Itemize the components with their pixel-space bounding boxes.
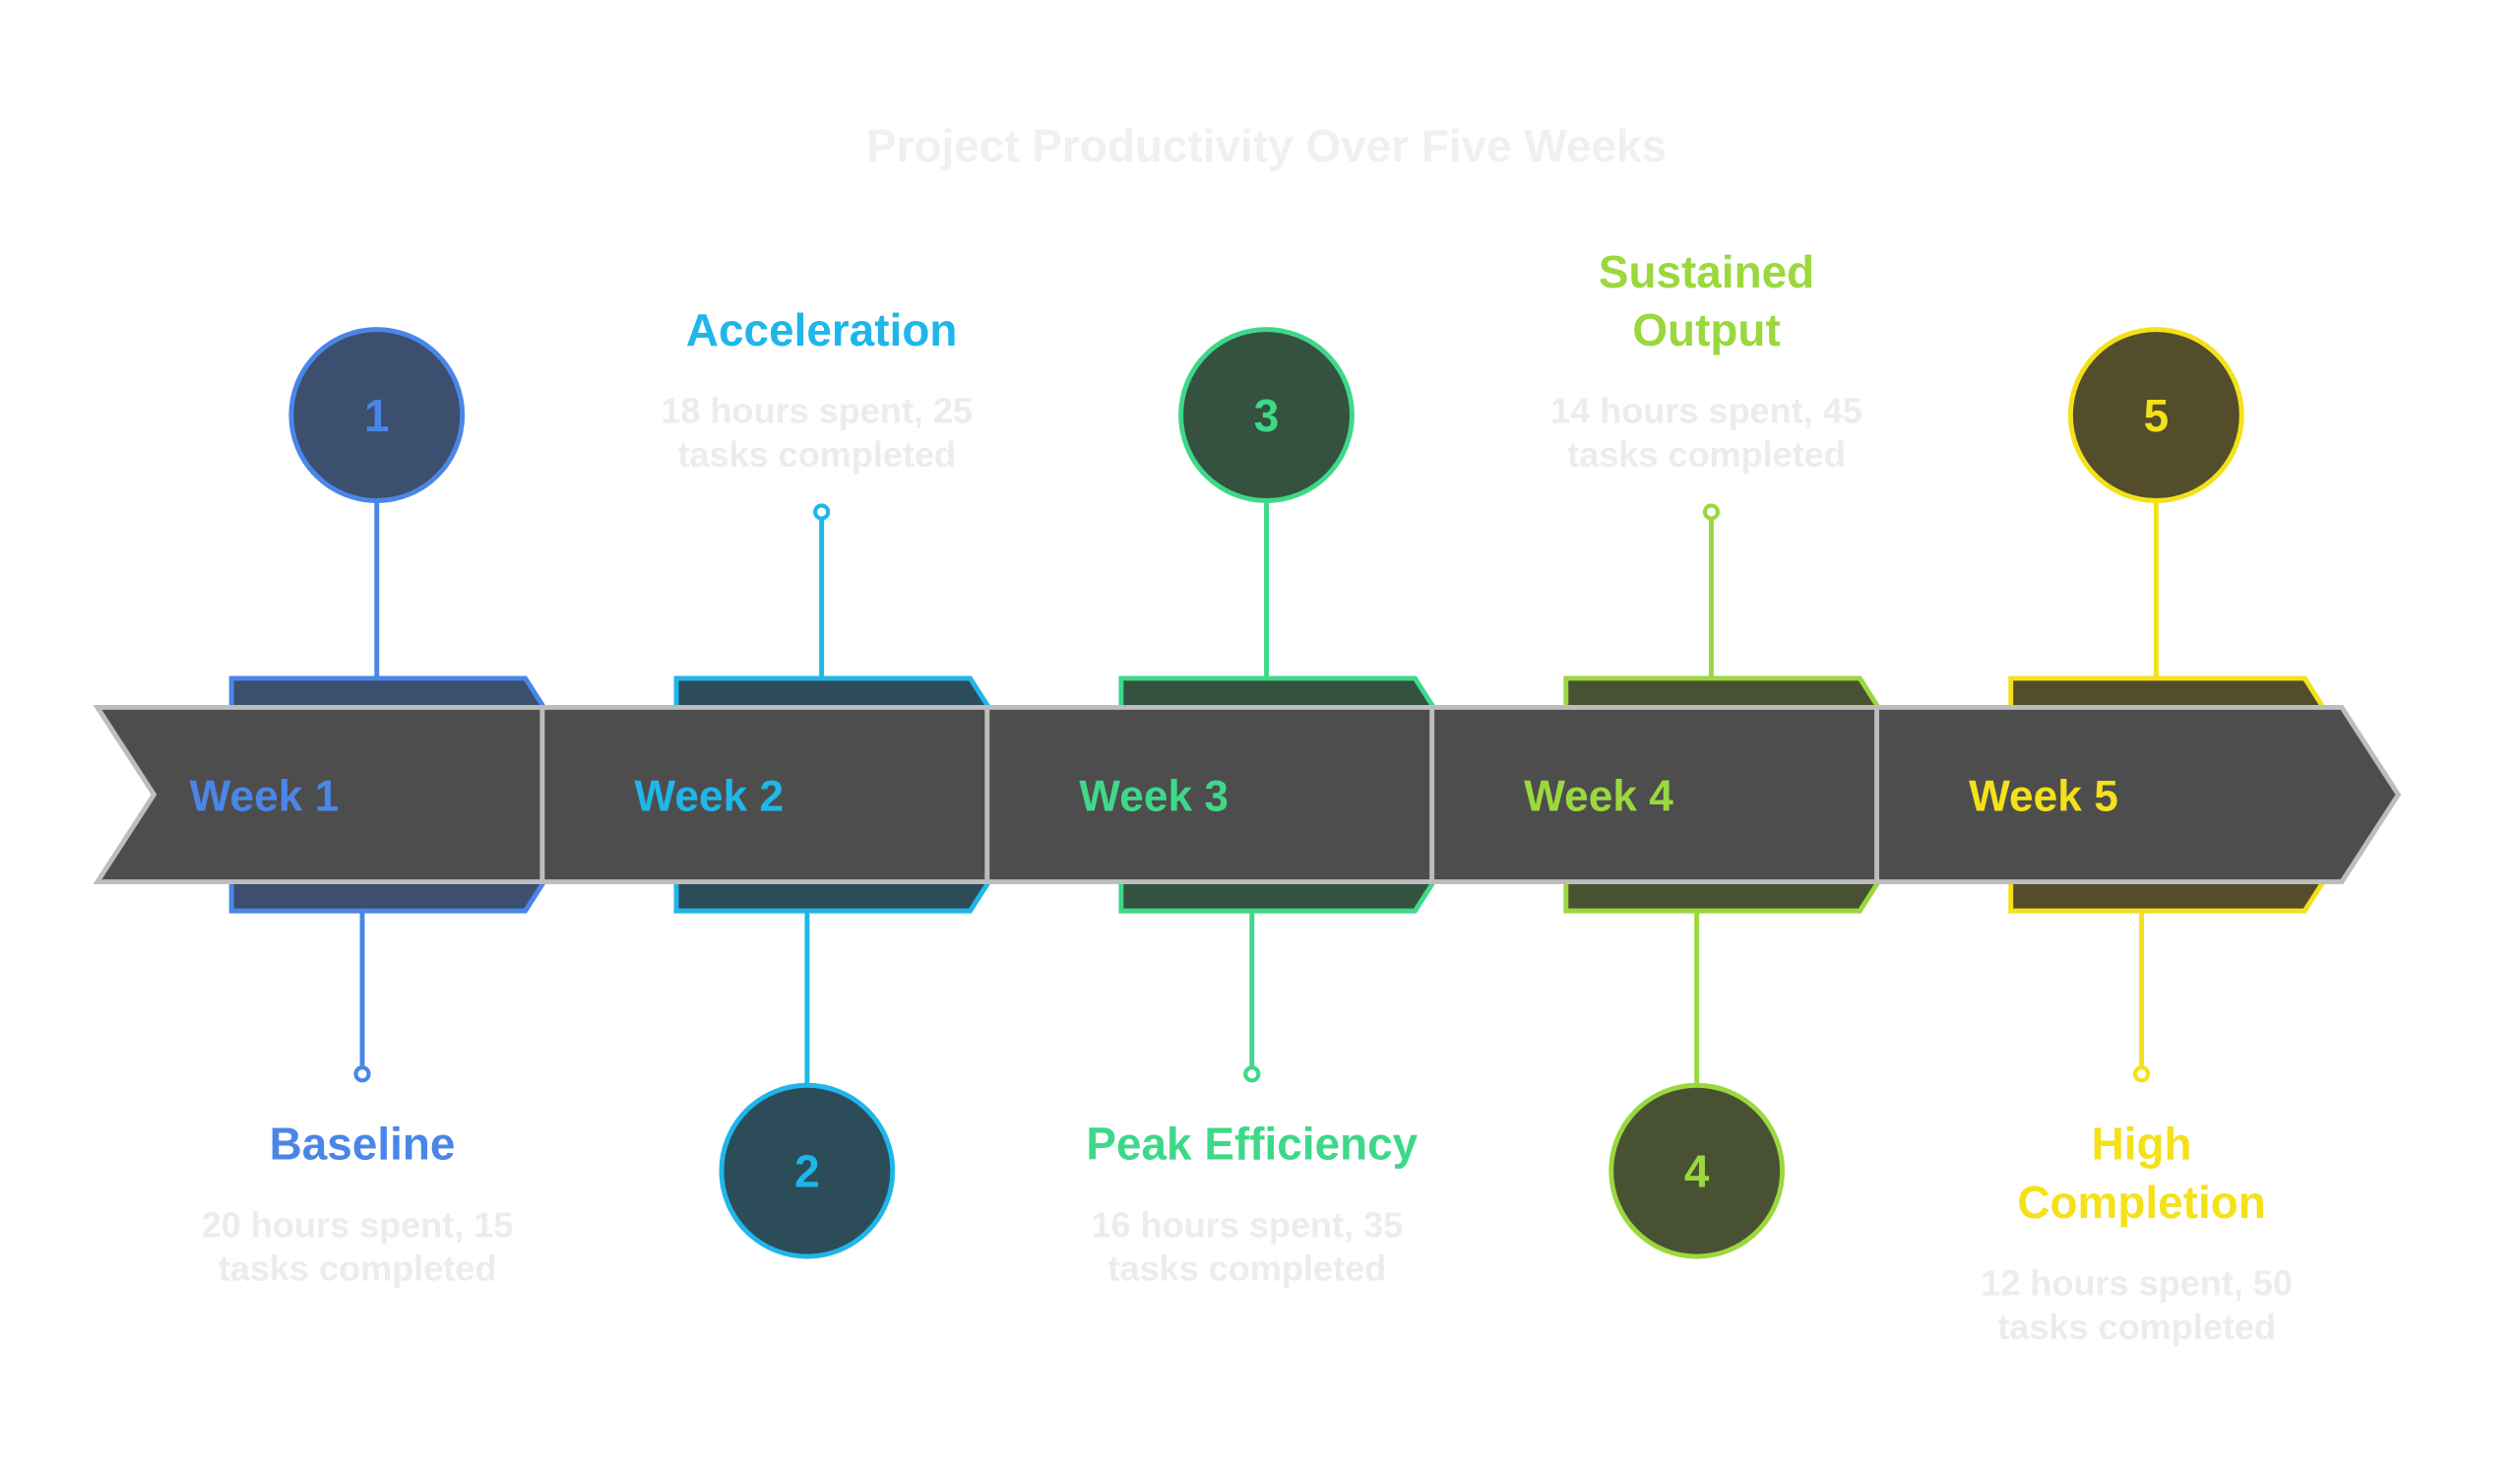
step-description: 14 hours spent, 45	[1550, 391, 1862, 431]
step-description: 20 hours spent, 15	[202, 1204, 514, 1245]
step-number: 4	[1684, 1146, 1710, 1197]
step-number: 1	[364, 390, 390, 441]
step-description: 16 hours spent, 35	[1091, 1204, 1403, 1245]
step-number-circle	[288, 327, 466, 503]
step-description: tasks completed	[1108, 1249, 1387, 1289]
step-heading: Output	[1632, 304, 1780, 355]
step-heading: Completion	[2017, 1177, 2265, 1228]
connector-dot	[1702, 503, 1721, 521]
week-label: Week 5	[1969, 772, 2118, 820]
step-heading: Acceleration	[686, 304, 958, 355]
step-heading: High	[2092, 1119, 2192, 1170]
step-description: tasks completed	[1567, 434, 1846, 475]
week-chevron	[1874, 704, 2402, 885]
step-description: tasks completed	[677, 434, 956, 475]
front-chevron-layer	[93, 704, 2402, 885]
step-description: 12 hours spent, 50	[1981, 1262, 2293, 1303]
step-number: 2	[794, 1146, 820, 1197]
week-label: Week 4	[1524, 772, 1673, 820]
step-number: 5	[2144, 390, 2170, 441]
week-label: Week 2	[634, 772, 784, 820]
step-description: tasks completed	[1997, 1307, 2276, 1347]
diagram-title: Project Productivity Over Five Weeks	[866, 120, 1667, 171]
connector-dot	[2132, 1065, 2151, 1083]
step-description: 18 hours spent, 25	[661, 391, 973, 431]
week-label: Week 1	[190, 772, 340, 820]
connector-dot	[1243, 1065, 1261, 1083]
step-heading: Sustained	[1599, 246, 1814, 297]
connector-layer	[353, 500, 2159, 1086]
step-number-circle	[2067, 327, 2244, 503]
step-number-circle	[1608, 1082, 1786, 1259]
step-number-circle	[719, 1082, 896, 1259]
step-number: 3	[1254, 390, 1280, 441]
connector-dot	[813, 503, 831, 521]
step-heading: Baseline	[270, 1119, 456, 1170]
week-label: Week 3	[1079, 772, 1228, 820]
step-heading: Peak Efficiency	[1086, 1119, 1418, 1170]
step-number-circle	[1178, 327, 1354, 503]
connector-dot	[353, 1065, 371, 1083]
step-description: tasks completed	[219, 1249, 497, 1289]
circle-layer	[288, 327, 2244, 1259]
